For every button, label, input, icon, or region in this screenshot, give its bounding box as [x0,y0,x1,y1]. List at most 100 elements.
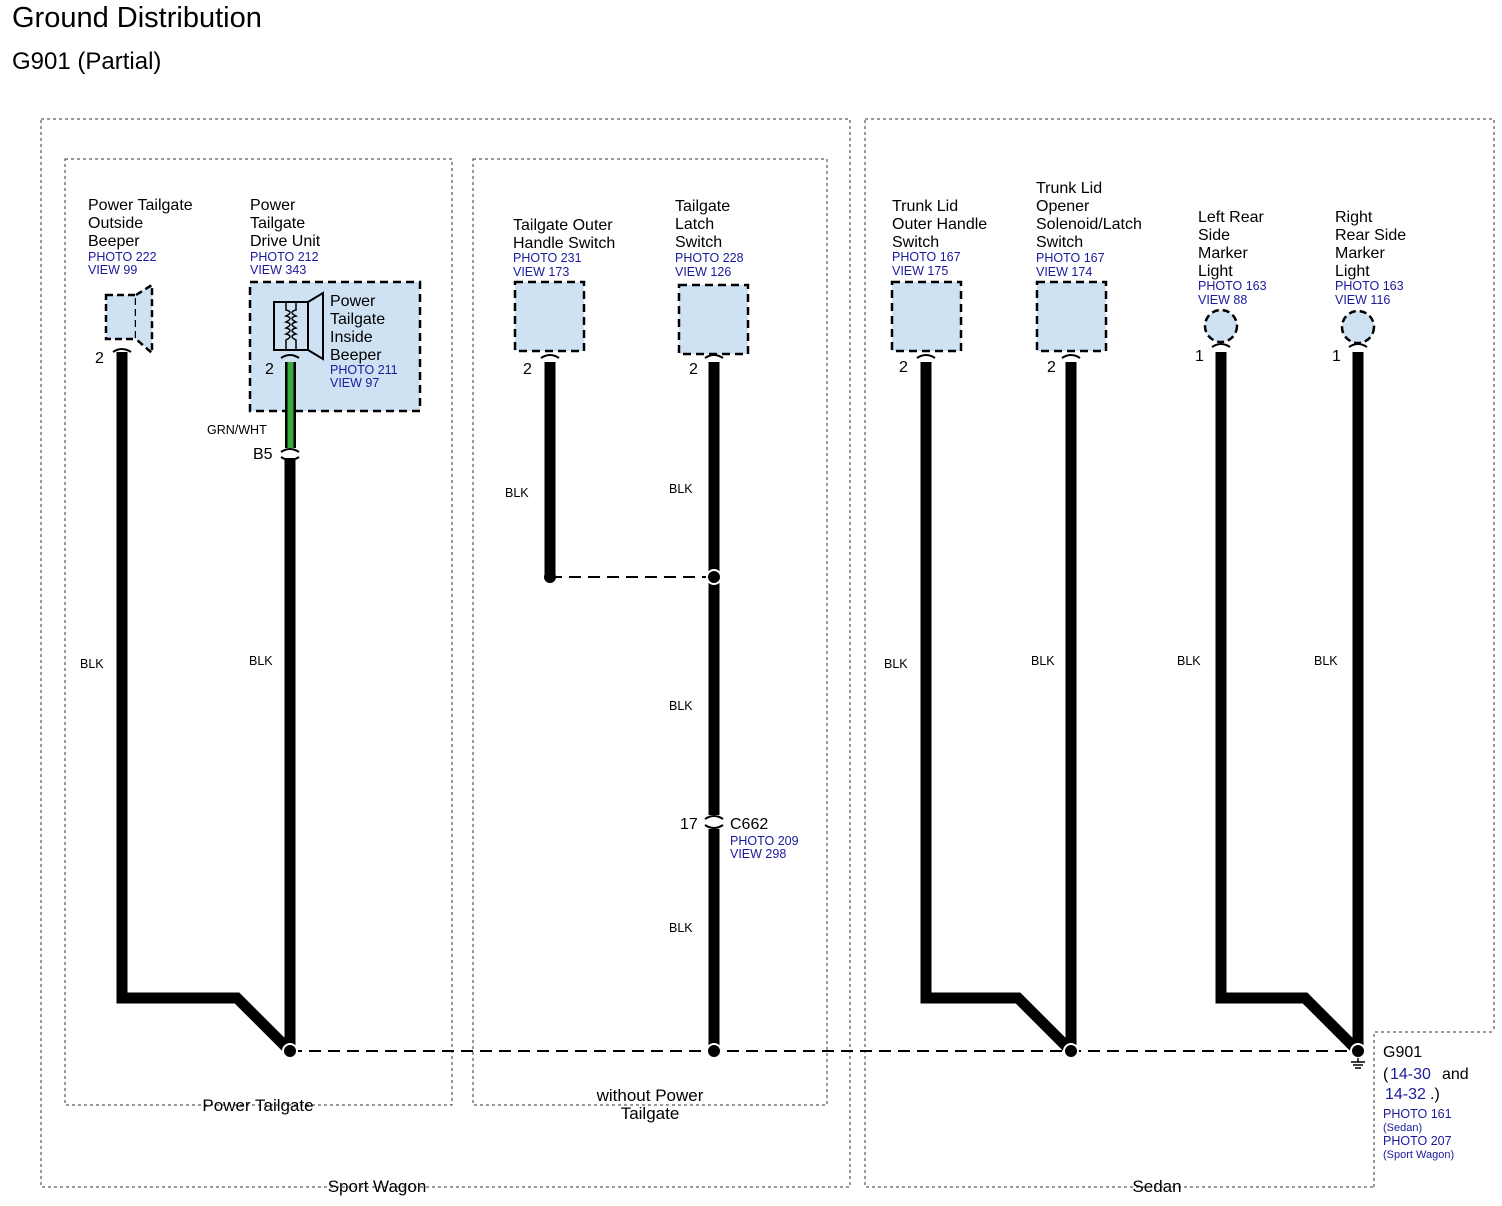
ref-link-14-32[interactable]: 14-32 [1385,1086,1426,1103]
svg-text:Drive Unit: Drive Unit [250,233,321,250]
svg-text:2: 2 [689,361,698,378]
svg-text:Tailgate Outer: Tailgate Outer [513,217,613,234]
svg-text:PHOTO 207: PHOTO 207 [1383,1134,1452,1148]
svg-text:Latch: Latch [675,216,714,233]
wire-outside-beeper [116,352,294,1055]
svg-text:Beeper: Beeper [88,233,140,250]
left-marker-light: Left Rear Side Marker Light PHOTO 163 VI… [1195,209,1267,365]
connector-c662: 17 C662 PHOTO 209 VIEW 298 [680,815,799,861]
svg-text:Tailgate: Tailgate [330,311,385,328]
ground-icon [1351,1058,1365,1069]
svg-text:2: 2 [265,361,274,378]
ground-g901-label: G901 ( 14-30 and 14-32 .) PHOTO 161 (Sed… [1383,1044,1469,1161]
svg-text:Opener: Opener [1036,198,1090,215]
speaker-coil-icon [273,291,324,361]
svg-text:Solenoid/Latch: Solenoid/Latch [1036,216,1142,233]
svg-text:PHOTO 167: PHOTO 167 [892,250,961,264]
svg-text:PHOTO 231: PHOTO 231 [513,251,582,265]
svg-text:VIEW 97: VIEW 97 [330,376,379,390]
svg-text:PHOTO 167: PHOTO 167 [1036,251,1105,265]
svg-text:Inside: Inside [330,329,373,346]
svg-text:Marker: Marker [1198,245,1248,262]
svg-text:Left Rear: Left Rear [1198,209,1264,226]
svg-text:PHOTO 211: PHOTO 211 [330,363,398,377]
svg-text:PHOTO 222: PHOTO 222 [88,250,157,264]
svg-text:(Sport Wagon): (Sport Wagon) [1383,1149,1454,1161]
wire-label-blk-7: BLK [884,657,908,671]
svg-text:PHOTO 209: PHOTO 209 [730,834,799,848]
svg-text:VIEW 298: VIEW 298 [730,847,786,861]
ground-label-border [1373,1031,1494,1187]
wire-grn-wht [285,362,296,448]
connector-b5: B5 [253,446,300,463]
svg-text:PHOTO 212: PHOTO 212 [250,250,319,264]
page-title: Ground Distribution [12,2,262,34]
bulb-icon [1340,309,1376,345]
svg-text:VIEW 116: VIEW 116 [1335,293,1390,307]
drive-unit: Power Tailgate Drive Unit PHOTO 212 VIEW… [248,197,422,413]
svg-text:G901: G901 [1383,1044,1422,1061]
svg-text:Beeper: Beeper [330,347,382,364]
outer-handle-switch: Tailgate Outer Handle Switch PHOTO 231 V… [513,217,615,378]
svg-text:PHOTO 163: PHOTO 163 [1198,279,1267,293]
sedan-border [864,118,1495,1188]
svg-text:B5: B5 [253,446,273,463]
svg-text:VIEW 88: VIEW 88 [1198,293,1247,307]
svg-text:VIEW 173: VIEW 173 [513,265,569,279]
svg-text:Light: Light [1335,263,1370,280]
wire-label-blk-3: BLK [505,486,529,500]
svg-text:Trunk Lid: Trunk Lid [892,198,958,215]
svg-text:VIEW 343: VIEW 343 [250,263,306,277]
ground-label-box [1374,1032,1500,1192]
page-subtitle: G901 (Partial) [12,48,162,75]
svg-text:Power: Power [250,197,296,214]
svg-text:VIEW 175: VIEW 175 [892,264,948,278]
wire-label-blk-2: BLK [249,654,273,668]
svg-text:Tailgate: Tailgate [675,198,730,215]
right-marker-light: Right Rear Side Marker Light PHOTO 163 V… [1332,209,1406,365]
wire-label-blk-9: BLK [1177,654,1201,668]
svg-text:Outside: Outside [88,215,143,232]
wire-label-blk-10: BLK [1314,654,1338,668]
wire-label-blk-8: BLK [1031,654,1055,668]
svg-text:VIEW 174: VIEW 174 [1036,265,1092,279]
svg-text:VIEW 126: VIEW 126 [675,265,731,279]
trunk-opener-switch: Trunk Lid Opener Solenoid/Latch Switch P… [1035,180,1142,376]
outside-beeper: Power Tailgate Outside Beeper PHOTO 222 … [88,197,193,367]
svg-text:Handle Switch: Handle Switch [513,235,615,252]
svg-text:Rear Side: Rear Side [1335,227,1406,244]
power-tailgate-border [64,158,453,1106]
group-label-power-tailgate: Power Tailgate [202,1096,313,1115]
svg-text:VIEW 99: VIEW 99 [88,263,137,277]
ref-link-14-30[interactable]: 14-30 [1390,1066,1431,1083]
svg-text:Switch: Switch [1036,234,1083,251]
svg-text:Power: Power [330,293,376,310]
bulb-icon [1203,308,1239,344]
svg-text:1: 1 [1195,348,1204,365]
svg-text:Switch: Switch [675,234,722,251]
svg-text:Light: Light [1198,263,1233,280]
svg-text:Outer Handle: Outer Handle [892,216,987,233]
wire-label-blk-1: BLK [80,657,104,671]
wire-label-blk-4: BLK [669,482,693,496]
svg-text:1: 1 [1332,348,1341,365]
svg-text:2: 2 [523,361,532,378]
svg-text:Power Tailgate: Power Tailgate [88,197,193,214]
wire-left-marker [1215,352,1362,1055]
pin-caps [112,343,1368,359]
group-label-without-power-2: Tailgate [621,1104,680,1123]
sport-wagon-border [40,118,851,1188]
svg-text:PHOTO 163: PHOTO 163 [1335,279,1404,293]
group-label-without-power-1: without Power [596,1086,704,1105]
wire-label-grn-wht: GRN/WHT [207,423,267,437]
trunk-outer-handle-switch: Trunk Lid Outer Handle Switch PHOTO 167 … [890,198,987,376]
splice-points [282,569,1366,1059]
svg-text:(: ( [1383,1066,1389,1083]
svg-text:(Sedan): (Sedan) [1383,1122,1422,1134]
group-label-sedan: Sedan [1132,1177,1181,1196]
wire-trunk-outer [920,362,1075,1055]
svg-text:2: 2 [95,350,104,367]
without-power-tailgate-border [472,158,828,1106]
svg-text:Tailgate: Tailgate [250,215,305,232]
svg-text:Right: Right [1335,209,1373,226]
